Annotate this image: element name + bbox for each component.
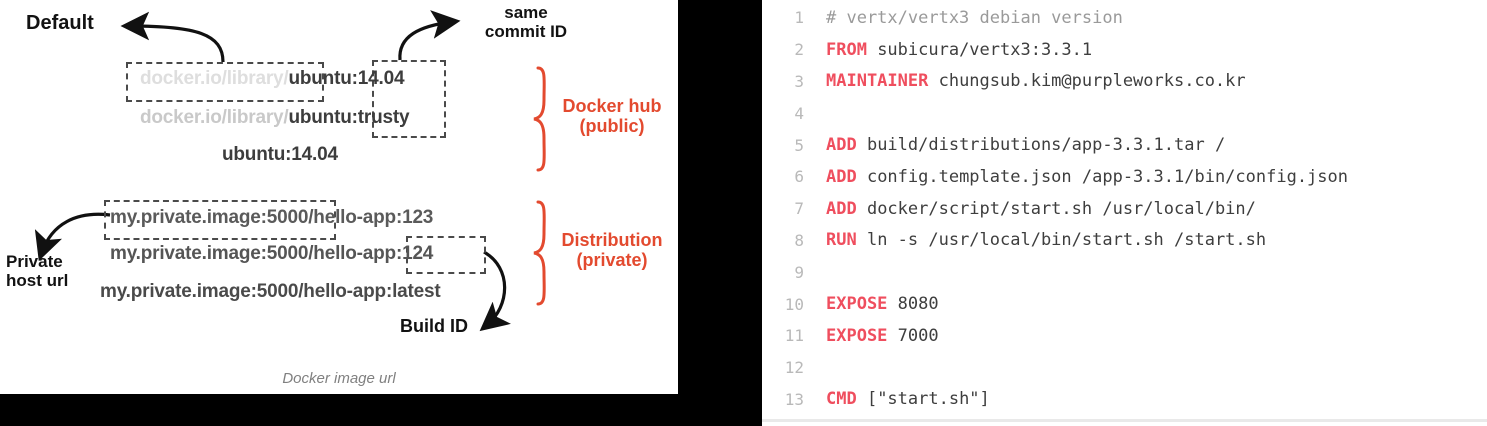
code-line: 3 MAINTAINER chungsub.kim@purpleworks.co.… [762,66,1487,98]
code-keyword: RUN [826,230,857,251]
private-image-url-row-1: my.private.image:5000/hello-app:123 [110,207,434,228]
code-text[interactable]: ADD build/distributions/app-3.3.1.tar / [826,135,1226,156]
code-text[interactable]: ADD docker/script/start.sh /usr/local/bi… [826,198,1256,219]
code-keyword: EXPOSE [826,294,888,315]
label-docker-hub-public: Docker hub (public) [562,96,662,137]
dashed-box-image-tag [372,60,446,138]
code-line: 7 ADD docker/script/start.sh /usr/local/b… [762,193,1487,225]
code-line: 10 EXPOSE 8080 [762,288,1487,320]
line-number: 3 [794,71,804,91]
dashed-box-default-registry-prefix [126,62,324,102]
code-line: 2 FROM subicura/vertx3:3.3.1 [762,34,1487,66]
image-name: ubuntu [288,68,352,89]
brace-docker-hub [533,66,546,172]
code-comment: # vertx/vertx3 debian version [826,7,1123,28]
code-line: 11 EXPOSE 7000 [762,320,1487,352]
line-number: 12 [784,358,804,378]
code-text[interactable]: EXPOSE 8080 [826,294,939,315]
image-tag: :14.04 [285,144,338,165]
line-number: 2 [794,40,804,60]
code-text[interactable]: # vertx/vertx3 debian version [804,8,1123,28]
arrow-build-id [479,250,511,332]
code-keyword: ADD [826,135,857,156]
arrow-same-commit-id [398,10,461,61]
line-number: 7 [794,199,804,219]
code-line: 6 ADD config.template.json /app-3.3.1/bin… [762,161,1487,193]
line-number: 13 [784,389,804,409]
code-text[interactable]: RUN ln -s /usr/local/bin/start.sh /start… [826,230,1267,251]
label-private-host-url: Private host url [6,252,69,291]
private-image-url-row-2: my.private.image:5000/hello-app:124 [110,243,434,264]
code-line: 9 [762,256,1487,288]
line-number: 5 [794,135,804,155]
line-number: 1 [794,8,804,28]
code-line-list: 1 # vertx/vertx3 debian version 2 FROM subi… [762,2,1487,415]
code-text[interactable]: ADD config.template.json /app-3.3.1/bin/… [826,166,1348,187]
diagram-arrows-and-braces [34,10,546,332]
code-line: 8 RUN ln -s /usr/local/bin/start.sh /star… [762,225,1487,257]
image-name: ubuntu [288,107,352,128]
image-tag: :14.04 [351,68,405,89]
line-number: 9 [794,262,804,282]
public-image-url-row-2: docker.io/library/ubuntu:trusty [140,107,410,129]
private-image-url-row-3: my.private.image:5000/hello-app:latest [100,281,441,302]
code-line: 5 ADD build/distributions/app-3.3.1.tar / [762,129,1487,161]
registry-prefix: docker.io/library/ [140,68,289,89]
public-image-url-row-1: docker.io/library/ubuntu:14.04 [140,68,405,90]
code-line: 4 [762,97,1487,129]
code-text[interactable]: CMD ["start.sh"] [826,389,990,410]
line-number: 10 [784,294,804,314]
code-text[interactable]: MAINTAINER chungsub.kim@purpleworks.co.k… [826,71,1246,92]
label-default: Default [26,12,94,34]
docker-image-url-diagram: docker.io/library/ubuntu:14.04 docker.io… [0,0,678,394]
code-panel-bottom-rule [762,419,1487,422]
label-build-id: Build ID [400,316,468,336]
code-keyword: CMD [826,389,857,410]
code-line: 1 # vertx/vertx3 debian version [762,2,1487,34]
diagram-caption: Docker image url [282,370,396,387]
line-number: 8 [794,230,804,250]
code-line: 12 [762,352,1487,384]
line-number: 6 [794,167,804,187]
code-keyword: FROM [826,39,867,60]
code-keyword: ADD [826,166,857,187]
registry-prefix: docker.io/library/ [140,107,289,128]
code-text[interactable]: FROM subicura/vertx3:3.3.1 [826,39,1093,60]
arrow-private-host-url [34,212,111,262]
public-image-url-row-3: ubuntu:14.04 [222,144,338,166]
label-distribution-private: Distribution (private) [561,230,663,271]
code-text[interactable]: EXPOSE 7000 [826,325,939,346]
code-keyword: ADD [826,198,857,219]
line-number: 4 [794,103,804,123]
brace-distribution [533,200,546,306]
label-same-commit-id: same commit ID [484,3,568,42]
dockerfile-code-viewer: 1 # vertx/vertx3 debian version 2 FROM subi… [762,0,1487,426]
code-keyword: MAINTAINER [826,71,929,92]
arrow-default [120,11,225,63]
line-number: 11 [784,326,804,346]
dashed-box-build-id [406,236,486,274]
code-keyword: EXPOSE [826,325,888,346]
image-tag: :trusty [351,107,410,128]
image-name: ubuntu [222,144,286,165]
dashed-box-private-host-url [104,200,336,240]
code-line: 13 CMD ["start.sh"] [762,384,1487,416]
